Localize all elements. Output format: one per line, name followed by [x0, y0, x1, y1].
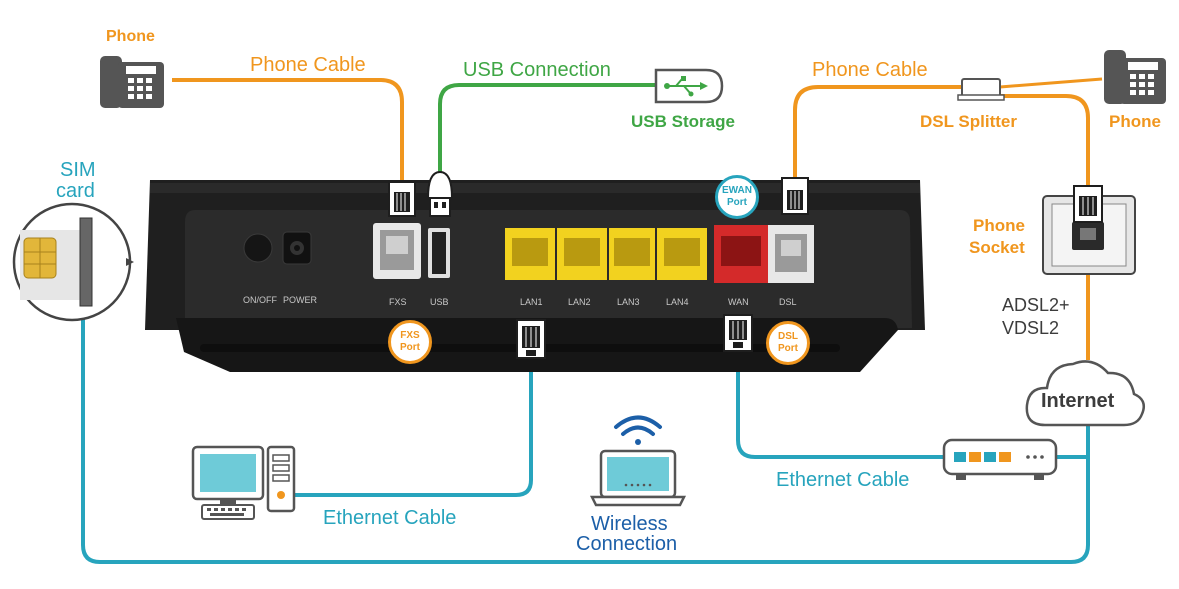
- lan1-port-label: LAN1: [520, 297, 543, 307]
- power-port-label: POWER: [283, 295, 318, 305]
- phone-cable-right-label: Phone Cable: [812, 59, 928, 81]
- phone-socket-label-line2: Socket: [969, 238, 1025, 257]
- internet-to-modem-cable: [81, 312, 1090, 564]
- internet-label: Internet: [1041, 390, 1115, 412]
- dsl-splitter-icon: [957, 78, 1005, 101]
- phone-right-label: Phone: [1109, 112, 1161, 131]
- sim-label-line2: card: [56, 180, 95, 202]
- desktop-computer-icon: [191, 445, 296, 520]
- splitter-to-socket-cable: [1000, 94, 1090, 190]
- lan4-port-label: LAN4: [666, 297, 689, 307]
- phone-cable-left-label: Phone Cable: [250, 54, 366, 76]
- wan-ethernet-cable: [736, 350, 944, 459]
- rj11-connector-icon: [388, 181, 416, 217]
- dsl-port-label: DSL: [779, 297, 797, 307]
- ethernet-cable-left-label: Ethernet Cable: [323, 507, 457, 529]
- rj45-connector-icon: [516, 319, 546, 359]
- ewan-badge-line1: EWAN: [722, 185, 752, 196]
- vdsl-label: VDSL2: [1002, 318, 1060, 338]
- dsl-badge-line1: DSL: [778, 331, 798, 342]
- modem-icon: [942, 438, 1058, 480]
- cloud-icon: [1025, 360, 1145, 427]
- phone-left-label: Phone: [106, 28, 155, 45]
- usb-connection-label: USB Connection: [463, 59, 611, 81]
- fxs-port-badge: FXS Port: [388, 320, 432, 364]
- usb-port-label: USB: [430, 297, 449, 307]
- sim-label-line1: SIM: [60, 159, 96, 181]
- splitter-to-phone-cable: [999, 77, 1103, 89]
- onoff-port-label: ON/OFF: [243, 295, 277, 305]
- sim-card-icon: [12, 202, 134, 322]
- ewan-badge-line2: Port: [727, 197, 747, 208]
- adsl-label: ADSL2+: [1002, 295, 1070, 315]
- phone-cable-left: [172, 78, 404, 182]
- usb-plug-icon: [426, 170, 454, 217]
- rj45-connector-icon: [723, 314, 753, 352]
- phone-icon: [100, 56, 164, 108]
- ethernet-cable-right-label: Ethernet Cable: [776, 469, 910, 491]
- phone-cable-right: [793, 85, 962, 180]
- fxs-badge-line1: FXS: [400, 330, 420, 341]
- rj11-connector-icon: [781, 177, 809, 215]
- wireless-label-line1: Wireless: [591, 513, 668, 535]
- phone-socket-icon: [1042, 185, 1136, 275]
- phone-socket-label-line1: Phone: [973, 216, 1025, 235]
- usb-cable: [438, 83, 656, 172]
- lan2-port-label: LAN2: [568, 297, 591, 307]
- usb-storage-label: USB Storage: [631, 112, 735, 131]
- ewan-port-badge: EWAN Port: [715, 175, 759, 219]
- lan3-port-label: LAN3: [617, 297, 640, 307]
- phone-icon: [1104, 50, 1166, 104]
- wifi-icon: [614, 415, 662, 445]
- dsl-port-badge: DSL Port: [766, 321, 810, 365]
- lan-ethernet-cable: [295, 355, 533, 497]
- router: [145, 180, 925, 372]
- fxs-badge-line2: Port: [400, 342, 420, 353]
- dsl-splitter-label: DSL Splitter: [920, 112, 1017, 131]
- wireless-label-line2: Connection: [576, 533, 678, 555]
- dsl-badge-line2: Port: [778, 343, 798, 354]
- wan-port-label: WAN: [728, 297, 749, 307]
- fxs-port-label: FXS: [389, 297, 407, 307]
- usb-drive-icon: [654, 68, 724, 104]
- laptop-icon: [589, 449, 687, 507]
